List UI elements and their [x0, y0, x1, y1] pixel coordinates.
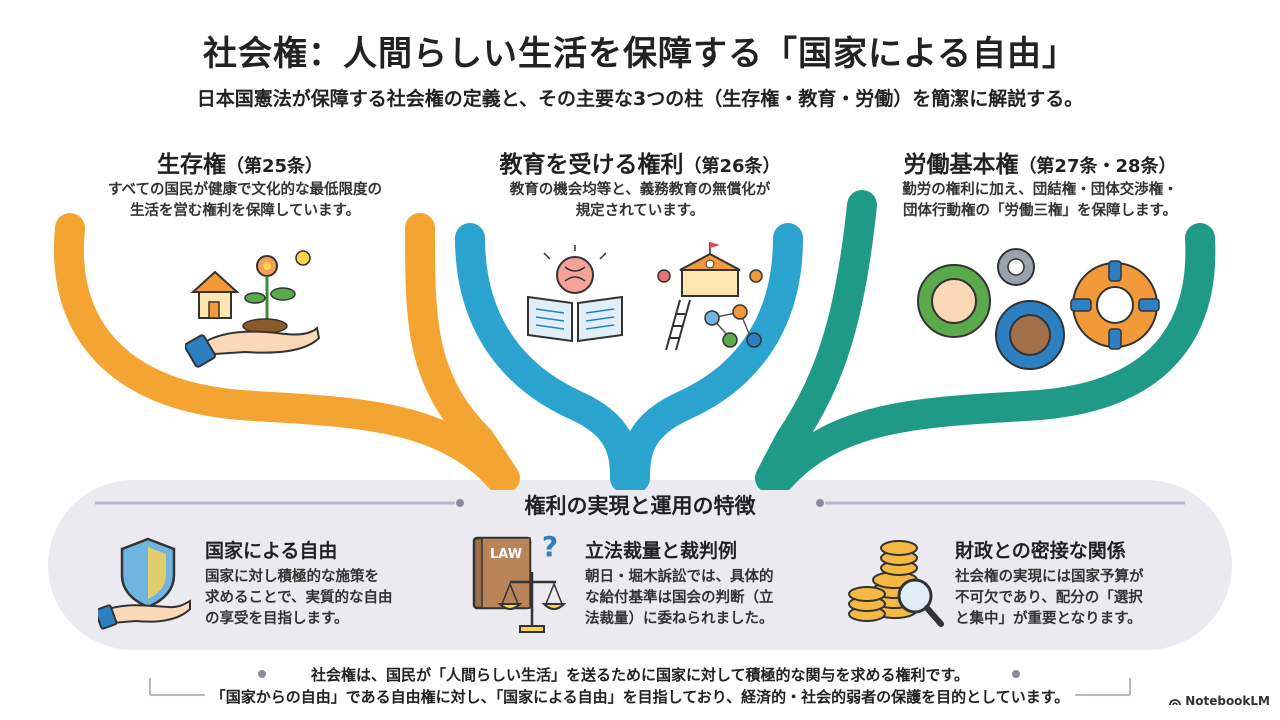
branch-survival: [53, 213, 520, 493]
pillar-education-name: 教育を受ける権利: [499, 152, 684, 178]
law-book-scales-icon: LAW ?: [472, 530, 567, 633]
pillar-survival-desc: すべての国民が健康で文化的な最低限度の 生活を営む権利を保障しています。: [108, 182, 382, 220]
page-title: 社会権：人間らしい生活を保障する「国家による自由」: [203, 34, 1077, 74]
pillar-survival-name: 生存権: [156, 152, 226, 178]
pillar-education-desc: 教育の機会均等と、義務教育の無償化が 規定されています。: [509, 182, 771, 220]
features-band-title: 権利の実現と運用の特徴: [470, 490, 810, 520]
pillar-labor-title: 労働基本権（第27条・28条）: [870, 145, 1210, 179]
pillar-labor-article: （第27条・28条）: [1018, 156, 1177, 177]
feature-legislative-discretion-desc: 朝日・堀木訴訟では、具体的 な給付基準は国会の判断（立 法裁量）に委ねられました…: [585, 569, 774, 628]
feature-finance-title: 財政との密接な関係: [955, 540, 1126, 562]
page-subtitle: 日本国憲法が保障する社会権の定義と、その主要な3つの柱（生存権・教育・労働）を簡…: [196, 88, 1084, 110]
branch-education: [455, 223, 803, 493]
pillar-education-title: 教育を受ける権利（第26条）: [460, 145, 820, 179]
features-band: [48, 480, 1232, 650]
svg-text:?: ?: [542, 530, 558, 563]
pillar-survival-title: 生存権（第25条）: [90, 145, 390, 179]
shield-hand-icon: [98, 537, 191, 630]
pillar-survival-article: （第25条）: [225, 156, 324, 177]
brand-label: NotebookLM: [1185, 694, 1270, 708]
school-network-icon: [657, 242, 763, 351]
book-brain-icon: [527, 245, 623, 343]
feature-finance-desc: 社会権の実現には国家予算が 不可欠であり、配分の「選択 と集中」が重要となります…: [955, 569, 1144, 628]
hand-plant-house-icon: [185, 250, 321, 368]
feature-state-freedom-desc: 国家に対し積極的な施策を 求めることで、実質的な自由 の享受を目指します。: [205, 569, 393, 628]
feature-legislative-discretion-title: 立法裁量と裁判例: [585, 540, 738, 562]
pillar-labor-name: 労働基本権: [903, 152, 1019, 178]
joined-hands-icon: [1070, 260, 1160, 350]
branch-labor: [755, 190, 1216, 493]
feature-state-freedom-title: 国家による自由: [205, 540, 338, 562]
pillar-labor-desc: 勤労の権利に加え、団結権・団体交渉権・ 団体行動権の「労働三権」を保障します。: [902, 182, 1178, 220]
pillar-education-article: （第26条）: [683, 156, 781, 177]
notebooklm-logo-icon: [1169, 699, 1182, 706]
footer-line-1: 社会権は、国民が「人間らしい生活」を送るために国家に対して積極的な関与を求める権…: [0, 664, 1280, 685]
footer-line-2: 「国家からの自由」である自由権に対し、「国家による自由」を目指しており、経済的・…: [0, 686, 1280, 707]
law-book-label: LAW: [490, 547, 522, 562]
coins-magnifier-icon: [848, 540, 944, 627]
gears-fists-icon: [917, 248, 1065, 370]
brand-mark: NotebookLM: [1169, 694, 1270, 708]
